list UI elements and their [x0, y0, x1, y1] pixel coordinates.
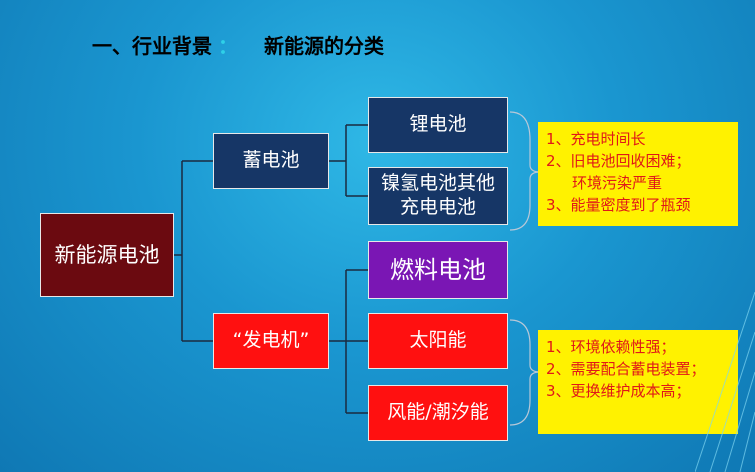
- title-separator: ：: [218, 34, 238, 58]
- storage-issues-note: 1、充电时间长 2、旧电池回收困难； 环境污染严重 3、能量密度到了瓶颈: [538, 122, 738, 226]
- brace-storage: [509, 111, 541, 231]
- solar-node: 太阳能: [368, 313, 508, 369]
- wind-tidal-node: 风能/潮汐能: [368, 385, 508, 441]
- storage-issue-2: 2、旧电池回收困难；: [546, 152, 691, 170]
- brace-generator: [509, 319, 541, 426]
- storage-issue-2b: 环境污染严重: [572, 174, 663, 192]
- title-subtitle: 新能源的分类: [264, 34, 384, 58]
- storage-issue-3: 3、能量密度到了瓶颈: [546, 196, 691, 214]
- corner-decoration: [695, 292, 755, 472]
- storage-battery-node: 蓄电池: [213, 133, 329, 189]
- generator-issue-2: 2、需要配合蓄电装置；: [546, 360, 706, 378]
- nimh-line-2: 充电电池: [399, 196, 476, 218]
- storage-issue-1: 1、充电时间长: [546, 130, 646, 148]
- fuel-cell-node: 燃料电池: [368, 241, 508, 299]
- lithium-battery-node: 锂电池: [368, 97, 508, 153]
- nimh-battery-node: 镍氢电池其他 充电电池: [368, 167, 508, 225]
- generator-issue-3: 3、更换维护成本高；: [546, 382, 691, 400]
- generator-node: “发电机”: [213, 313, 329, 369]
- root-node: 新能源电池: [40, 213, 174, 297]
- generator-issue-1: 1、环境依赖性强；: [546, 338, 676, 356]
- nimh-line-1: 镍氢电池其他: [380, 172, 495, 195]
- page-title: 一、行业背景： 新能源的分类: [92, 30, 384, 59]
- title-section: 一、行业背景: [92, 34, 212, 58]
- generator-issues-note: 1、环境依赖性强； 2、需要配合蓄电装置； 3、更换维护成本高；: [538, 330, 738, 434]
